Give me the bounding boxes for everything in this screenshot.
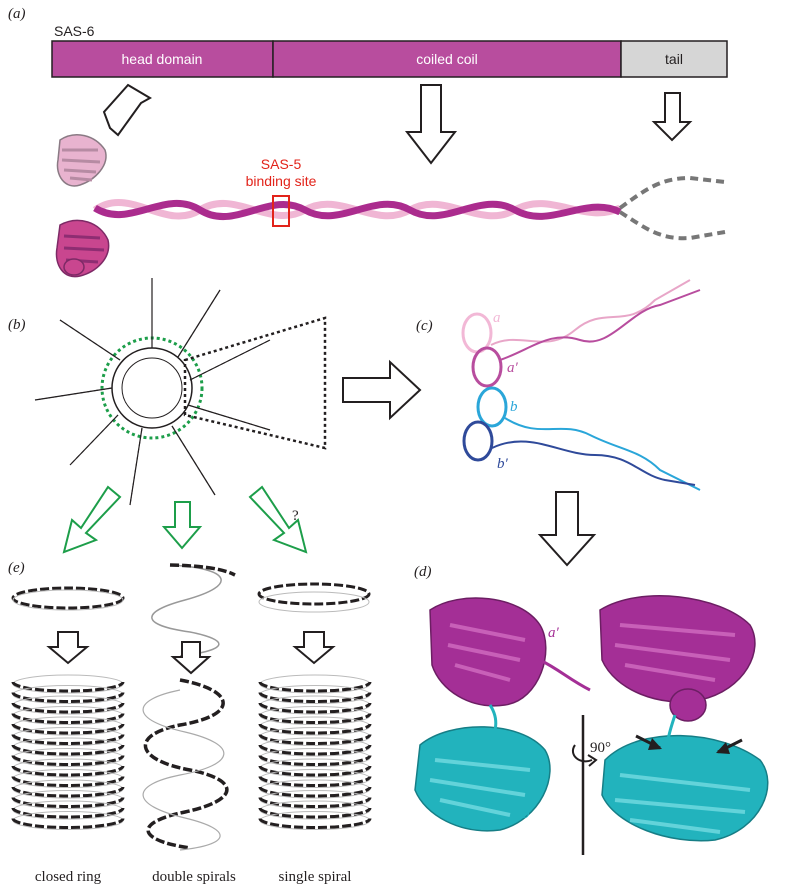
label-a-prime: a′ <box>507 360 519 376</box>
stack-layer-front <box>11 776 125 787</box>
rotation-label: 90° <box>590 740 611 756</box>
single-spiral-top <box>257 582 371 613</box>
monomer-b <box>476 386 508 428</box>
dimer-schematic <box>461 279 701 491</box>
label-b-prime: b′ <box>497 456 509 472</box>
stack-layer-front <box>11 755 125 766</box>
stack-layer-front <box>258 776 372 787</box>
stack-layer-front <box>11 723 125 735</box>
single-spiral-stack <box>258 674 372 830</box>
monomer-a-prime <box>471 346 503 388</box>
label-a: a <box>493 310 501 326</box>
coiled-coil-segment <box>272 40 622 78</box>
stack-layer-front <box>258 723 372 735</box>
stack-layer-front <box>11 807 125 819</box>
stack-layer-front <box>11 818 125 829</box>
stack-layer-front <box>258 702 372 714</box>
head-domain-label: head domain <box>122 51 203 67</box>
stack-layer-front <box>258 734 372 745</box>
rotation-indicator <box>572 715 598 855</box>
arrow-coiled-coil-icon <box>404 84 458 165</box>
head-domain-structure <box>55 134 110 278</box>
stack-layer-front <box>258 786 372 798</box>
stack-layer-front <box>258 818 372 829</box>
coiled-coil-label: coiled coil <box>416 51 477 67</box>
label-b: b <box>510 399 518 415</box>
stack-layer-front <box>258 755 372 766</box>
nine-fold-ring-diagram <box>34 278 327 506</box>
panel-label-e: (e) <box>8 560 25 576</box>
double-spiral-stack <box>142 678 229 851</box>
stack-layer-front <box>258 713 372 724</box>
stack-layer-front <box>258 797 372 808</box>
arrow-head-domain-icon <box>102 83 153 137</box>
panel-label-c: (c) <box>416 318 433 334</box>
label-d-a-prime: a′ <box>548 625 560 641</box>
binding-site-label-line2: binding site <box>246 173 317 189</box>
stack-layer-front <box>11 692 125 703</box>
arrow-tail-icon <box>651 92 693 142</box>
coiled-coil-structure <box>92 175 726 241</box>
double-spiral-top <box>151 563 236 657</box>
e-down-arrows <box>46 631 336 675</box>
arrow-pointer-right-head-icon <box>716 742 730 754</box>
green-arrow-left-icon <box>62 485 122 554</box>
panel-label-b: (b) <box>8 317 26 333</box>
caption-double-spirals: double spirals <box>152 869 236 885</box>
green-arrow-right-icon <box>248 485 308 554</box>
stack-layer-front <box>11 681 125 693</box>
tail-label: tail <box>665 51 683 67</box>
stack-layer-front <box>11 734 125 745</box>
tail-segment <box>620 40 728 78</box>
caption-closed-ring: closed ring <box>35 869 102 885</box>
down-arrow-single-icon <box>292 631 336 665</box>
crystal-structure-left <box>414 597 591 832</box>
arrow-to-panel-d-icon <box>537 491 597 567</box>
stack-layer-front <box>11 765 125 777</box>
green-arrow-middle-icon <box>161 501 203 550</box>
binding-site-marker <box>272 195 290 227</box>
panel-label-a: (a) <box>8 6 26 22</box>
stack-layer-front <box>11 744 125 756</box>
monomer-a <box>461 312 493 354</box>
stack-layer-front <box>258 807 372 819</box>
closed-ring-stack <box>11 674 125 830</box>
stack-layer-front <box>258 692 372 703</box>
stack-layer-front <box>258 681 372 693</box>
down-arrow-ring-icon <box>46 631 90 665</box>
label-d-b: b <box>522 806 530 822</box>
stack-layer-front <box>11 702 125 714</box>
arrow-to-panel-c-icon <box>342 359 422 421</box>
protein-name: SAS-6 <box>54 23 95 39</box>
arrow-pointer-left-head-icon <box>648 738 662 750</box>
monomer-b-prime <box>462 420 494 462</box>
caption-single-spiral: single spiral <box>279 869 352 885</box>
stack-layer-front <box>11 797 125 808</box>
green-arrows <box>62 485 308 554</box>
stack-layer-front <box>11 786 125 798</box>
domain-bar: head domain coiled coil tail <box>51 40 728 78</box>
panel-label-d: (d) <box>414 564 432 580</box>
question-mark: ? <box>292 508 299 524</box>
closed-ring-top <box>11 586 125 611</box>
stack-layer-front <box>11 713 125 724</box>
stack-layer-front <box>258 744 372 756</box>
binding-site-label-line1: SAS-5 <box>261 156 302 172</box>
crystal-structure-right <box>599 595 769 842</box>
stack-layer-front <box>258 765 372 777</box>
down-arrow-double-icon <box>170 641 212 675</box>
head-domain-segment <box>51 40 274 78</box>
